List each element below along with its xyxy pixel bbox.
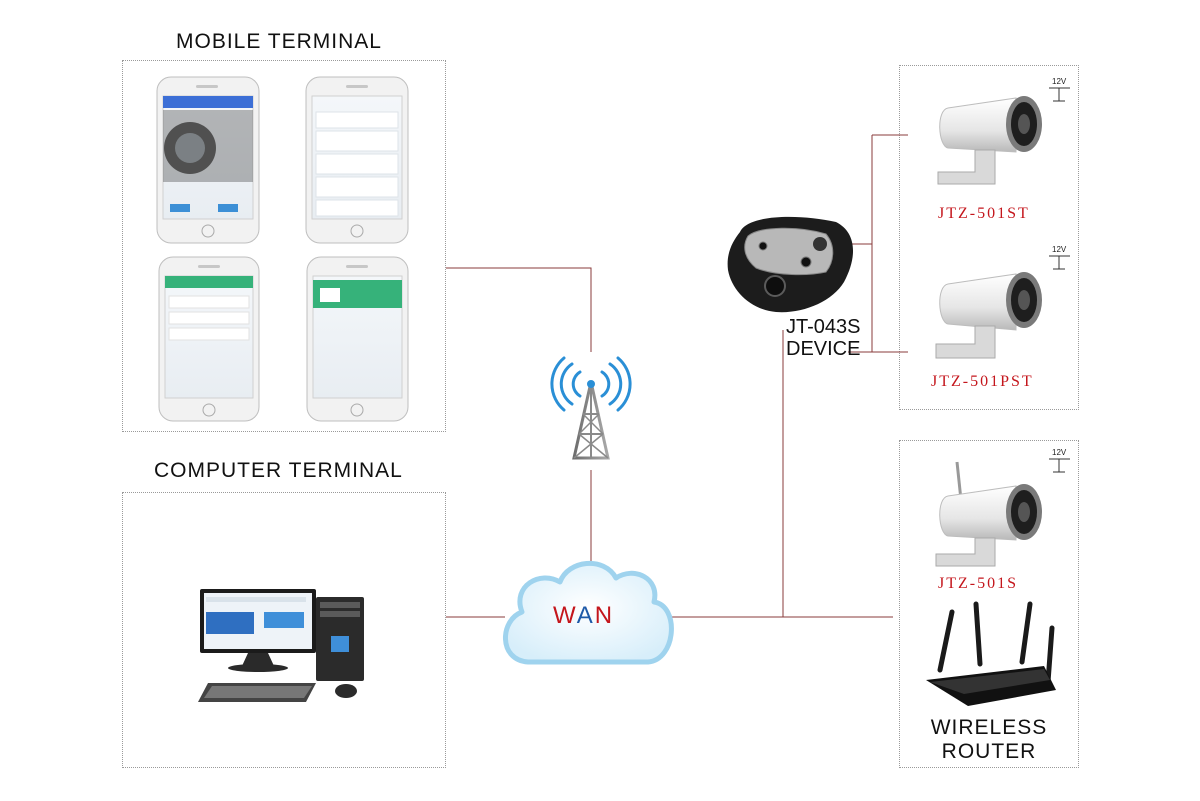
wireless-group-box [899, 440, 1079, 768]
device-label: JT-043S DEVICE [786, 316, 860, 360]
computer-icon [198, 589, 364, 702]
computer-terminal-title: COMPUTER TERMINAL [154, 459, 403, 482]
signal-waves-icon [550, 356, 632, 412]
device-label-type: DEVICE [786, 338, 861, 360]
camera-2-icon [935, 272, 1042, 359]
router-label: WIRELESS ROUTER [921, 716, 1057, 764]
router-label-line2: ROUTER [941, 740, 1037, 763]
device-label-model: JT-043S [786, 316, 861, 338]
mobile-terminal-box [122, 60, 446, 432]
camera-group-box [899, 65, 1079, 410]
camera-2-label: JTZ-501PST [931, 373, 1034, 390]
link-mobile-tower [446, 267, 592, 352]
phone-1 [156, 76, 260, 244]
camera-3-label: JTZ-501S [938, 575, 1018, 592]
router-icon [926, 601, 1056, 706]
connection-lines [446, 134, 908, 618]
phone-2 [305, 76, 409, 244]
camera-3-voltage: 12V [1052, 448, 1067, 457]
tower-icon [550, 356, 632, 460]
wan-letter-w: W [553, 602, 577, 629]
router-label-line1: WIRELESS [930, 716, 1048, 739]
camera-1-voltage: 12V [1052, 77, 1067, 86]
jt-043s-device-icon [727, 216, 854, 313]
wan-letter-n: N [594, 602, 615, 629]
wan-cloud-icon [503, 561, 674, 665]
power-symbol-icons [1049, 87, 1070, 473]
phone-4 [306, 256, 409, 422]
camera-1-label: JTZ-501ST [938, 205, 1030, 222]
mobile-terminal-title: MOBILE TERMINAL [176, 30, 382, 53]
camera-1-icon [937, 96, 1042, 185]
computer-terminal-box [122, 492, 446, 768]
wan-label: WAN [553, 602, 614, 630]
phone-3 [158, 256, 260, 422]
wan-letter-a: A [576, 602, 595, 629]
camera-2-voltage: 12V [1052, 245, 1067, 254]
camera-3-icon [935, 461, 1042, 567]
